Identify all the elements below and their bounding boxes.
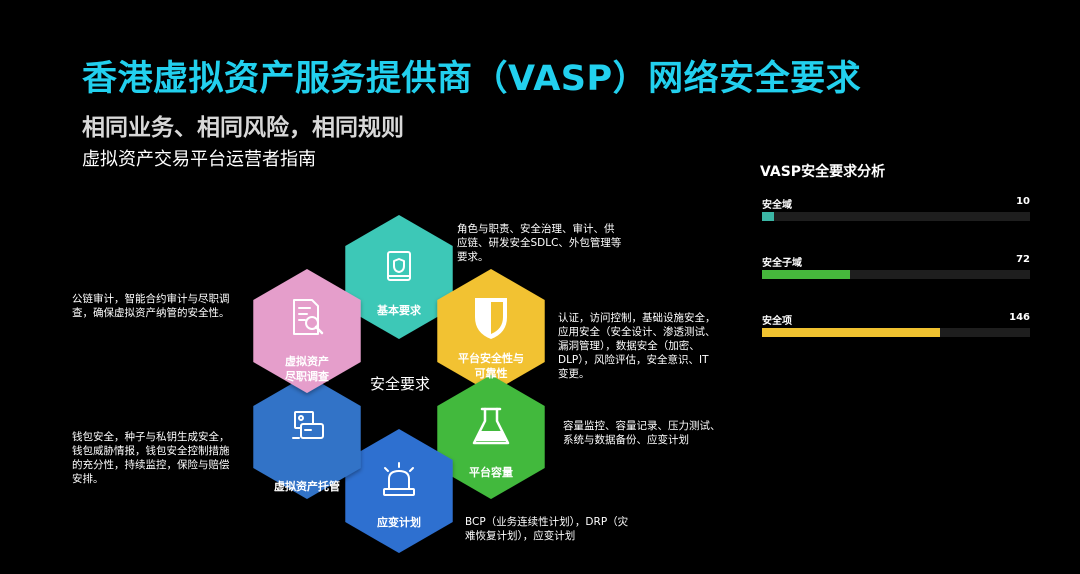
bar-label: 安全域 (762, 200, 792, 211)
description-line: 应用安全（安全设计、渗透测试、 (558, 326, 716, 338)
hex-label-line: 基本要求 (377, 304, 421, 317)
bar-value: 10 (1016, 196, 1030, 207)
hex-node-contingency (345, 429, 453, 553)
description-line: 容量监控、容量记录、压力测试、 (563, 420, 721, 432)
description-line: 公链审计，智能合约审计与尽职调 (72, 293, 230, 305)
hex-label-line: 虚拟资产 (285, 355, 329, 368)
description-due: 公链审计，智能合约审计与尽职调查，确保虚拟资产纳管的安全性。 (72, 292, 230, 320)
description-line: 角色与职责、安全治理、审计、供 (457, 223, 615, 235)
flask-icon (472, 407, 510, 445)
hex-label-line: 可靠性 (474, 367, 508, 380)
bar-label: 安全子域 (762, 258, 802, 269)
page-subtitle-secondary: 虚拟资产交易平台运营者指南 (82, 149, 316, 170)
hex-label-line: 应变计划 (377, 516, 421, 529)
bar-row: 安全域 10 (762, 196, 1030, 221)
bar-header: 安全域 10 (762, 196, 1030, 212)
description-line: 钱包威胁情报，钱包安全控制措施 (72, 445, 230, 457)
bar-header: 安全子域 72 (762, 254, 1030, 270)
hex-label-line: 平台安全性与 (458, 352, 524, 365)
bar-value: 146 (1009, 312, 1030, 323)
bar-header: 安全项 146 (762, 312, 1030, 328)
description-line: 认证，访问控制，基础设施安全， (558, 312, 716, 324)
shield-icon (475, 298, 507, 339)
analysis-panel-title: VASP安全要求分析 (760, 164, 886, 180)
bar-row: 安全项 146 (762, 312, 1030, 337)
description-line: 漏洞管理），数据安全（加密、 (558, 340, 700, 352)
hex-label-custody: 虚拟资产托管 (257, 479, 357, 494)
description-capacity: 容量监控、容量记录、压力测试、系统与数据备份、应变计划 (563, 419, 721, 447)
hex-label-line: 虚拟资产托管 (274, 480, 340, 493)
diagram-center-label: 安全要求 (369, 375, 430, 393)
bar-fill (762, 270, 850, 279)
page-title: 香港虚拟资产服务提供商（VASP）网络安全要求 (82, 59, 862, 99)
description-contingency: BCP（业务连续性计划），DRP（灾难恢复计划），应变计划 (465, 515, 628, 543)
bar-fill (762, 328, 940, 337)
hex-node-custody (253, 375, 361, 499)
description-line: 应链、研发安全SDLC、外包管理等 (457, 237, 622, 249)
hex-node-basic (345, 215, 453, 339)
hexagon-contingency (345, 429, 453, 553)
description-line: 查，确保虚拟资产纳管的安全性。 (72, 307, 230, 319)
alarm-light-icon (383, 462, 415, 496)
hex-label-contingency: 应变计划 (349, 515, 449, 530)
description-custody: 钱包安全，种子与私钥生成安全， 钱包威胁情报，钱包安全控制措施的充分性，持续监控，… (72, 430, 230, 486)
bar-track (762, 328, 1030, 337)
description-platform: 认证，访问控制，基础设施安全， 应用安全（安全设计、渗透测试、漏洞管理），数据安全… (558, 311, 716, 381)
description-line: 变更。 (558, 368, 590, 380)
bar-value: 72 (1016, 254, 1030, 265)
bar-track (762, 212, 1030, 221)
wallet-card-icon (292, 411, 324, 439)
hex-label-line: 尽职调查 (285, 370, 329, 383)
hex-node-platform (437, 269, 545, 393)
page-subtitle: 相同业务、相同风险，相同规则 (82, 115, 404, 141)
description-line: 要求。 (457, 251, 489, 263)
hexagon-due (253, 269, 361, 393)
hex-label-line: 平台容量 (469, 466, 513, 479)
hex-label-basic: 基本要求 (349, 303, 449, 318)
bar-label: 安全项 (762, 316, 792, 327)
document-search-icon (293, 299, 324, 335)
description-line: BCP（业务连续性计划），DRP（灾 (465, 516, 629, 528)
description-line: DLP），风险评估，安全意识、IT (558, 354, 709, 366)
description-basic: 角色与职责、安全治理、审计、供应链、研发安全SDLC、外包管理等要求。 (457, 222, 621, 264)
description-line: 系统与数据备份、应变计划 (563, 434, 689, 446)
book-shield-icon (387, 251, 411, 281)
hex-label-platform: 平台安全性与可靠性 (441, 351, 541, 381)
bar-row: 安全子域 72 (762, 254, 1030, 279)
description-line: 难恢复计划），应变计划 (465, 530, 576, 542)
description-line: 的充分性，持续监控，保险与赔偿 (72, 459, 230, 471)
bar-track (762, 270, 1030, 279)
description-line: 安排。 (72, 473, 104, 485)
hex-label-due: 虚拟资产尽职调查 (257, 354, 357, 384)
bar-fill (762, 212, 775, 221)
description-line: 钱包安全，种子与私钥生成安全， (72, 431, 230, 443)
hex-node-due (253, 269, 361, 393)
hex-label-capacity: 平台容量 (441, 465, 541, 480)
hex-node-capacity (437, 375, 545, 499)
